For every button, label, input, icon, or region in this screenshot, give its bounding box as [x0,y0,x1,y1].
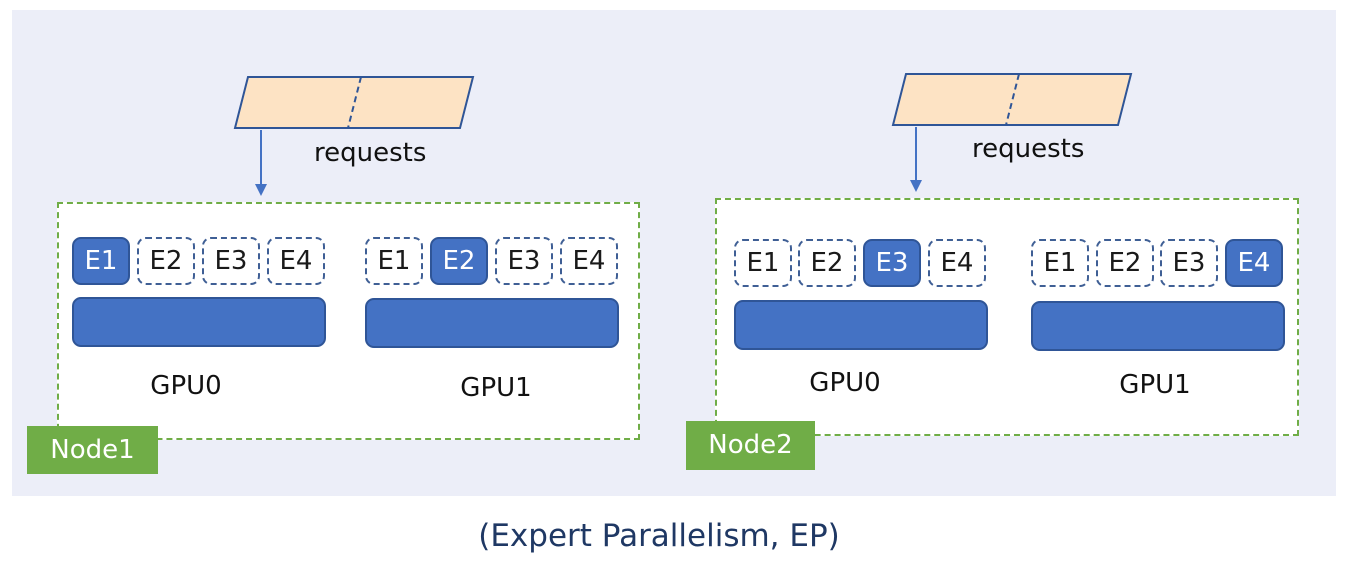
node1-gpu0-expert: E1 [72,237,130,285]
node2-gpu0-expert: E2 [798,239,856,287]
node2-gpu0-label: GPU0 [809,368,881,398]
node1-gpu0-expert: E4 [267,237,325,285]
node1-requests-label: requests [314,138,427,168]
node2-gpu1-bar [1031,301,1285,351]
node2-label: Node2 [686,421,815,470]
node1-gpu1-expert: E4 [560,237,618,285]
node1-request-arrowhead [255,184,267,196]
node2-request-arrowhead [910,180,922,192]
node1-gpu1-expert: E3 [495,237,553,285]
node1-label: Node1 [27,426,158,474]
node1-gpu1-expert: E2 [430,237,488,285]
node2-gpu0-expert: E1 [734,239,792,287]
node2-gpu0-bar [734,300,988,350]
node2-request-shape [891,73,1133,126]
node2-gpu1-expert: E2 [1096,239,1154,287]
node1-request-divider [347,76,362,129]
node2-gpu1-label: GPU1 [1119,370,1191,400]
node1-gpu1-label: GPU1 [460,373,532,403]
diagram-caption: (Expert Parallelism, EP) [478,518,840,554]
node2-gpu1-expert: E4 [1225,239,1283,287]
node2-requests-label: requests [972,134,1085,164]
node2-gpu0-expert: E4 [928,239,986,287]
node1-gpu0-expert: E3 [202,237,260,285]
node1-gpu0-label: GPU0 [150,371,222,401]
node2-gpu0-expert: E3 [863,239,921,287]
node1-gpu1-bar [365,298,619,348]
node2-gpu1-expert: E3 [1160,239,1218,287]
node1-request-shape [233,76,475,129]
node1-gpu0-bar [72,297,326,347]
node1-gpu0-expert: E2 [137,237,195,285]
node1-gpu1-expert: E1 [365,237,423,285]
node2-request-divider [1005,73,1020,126]
node2-gpu1-expert: E1 [1031,239,1089,287]
